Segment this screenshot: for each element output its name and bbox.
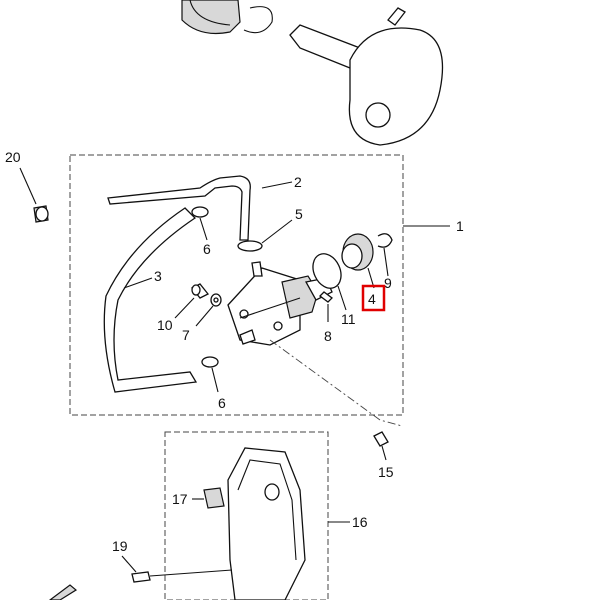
- water-pump-body: [227, 261, 333, 346]
- callout-19[interactable]: 19: [112, 538, 128, 554]
- centerline: [269, 339, 403, 427]
- callout-9[interactable]: 9: [384, 275, 392, 291]
- hose-3: [103, 207, 198, 393]
- callout-6-lower[interactable]: 6: [218, 395, 226, 411]
- o-ring-11: [312, 253, 342, 289]
- hose-2: [107, 175, 251, 241]
- grommet-17: [203, 487, 225, 509]
- callout-15[interactable]: 15: [378, 464, 394, 480]
- part-20-cap: [19, 167, 49, 223]
- callout-10[interactable]: 10: [157, 317, 173, 333]
- assembly-boundary: [69, 154, 404, 416]
- hose-clamps: [191, 206, 293, 393]
- callout-5[interactable]: 5: [295, 206, 303, 222]
- highlight-box: [361, 284, 386, 312]
- callout-1[interactable]: 1: [456, 218, 464, 234]
- callout-17[interactable]: 17: [172, 491, 188, 507]
- pin-8: [319, 291, 333, 303]
- callout-7[interactable]: 7: [182, 327, 190, 343]
- bolt-19: [131, 571, 151, 583]
- bolt-10-washer-7: [174, 283, 222, 327]
- pulley-part: [181, 0, 273, 35]
- impeller-4: [341, 233, 375, 289]
- callout-11[interactable]: 11: [341, 311, 356, 327]
- callout-3[interactable]: 3: [154, 268, 162, 284]
- callout-4[interactable]: 4: [368, 291, 376, 307]
- bolt-15: [373, 431, 389, 447]
- cover-16: [227, 447, 306, 600]
- callout-20[interactable]: 20: [5, 149, 21, 165]
- shaft-housing-part: [289, 7, 444, 146]
- cover-boundary: [164, 431, 329, 600]
- callout-6-upper[interactable]: 6: [203, 241, 211, 257]
- circlip-9: [377, 233, 393, 248]
- callout-8[interactable]: 8: [324, 328, 332, 344]
- callout-2[interactable]: 2: [294, 174, 302, 190]
- callout-16[interactable]: 16: [352, 514, 368, 530]
